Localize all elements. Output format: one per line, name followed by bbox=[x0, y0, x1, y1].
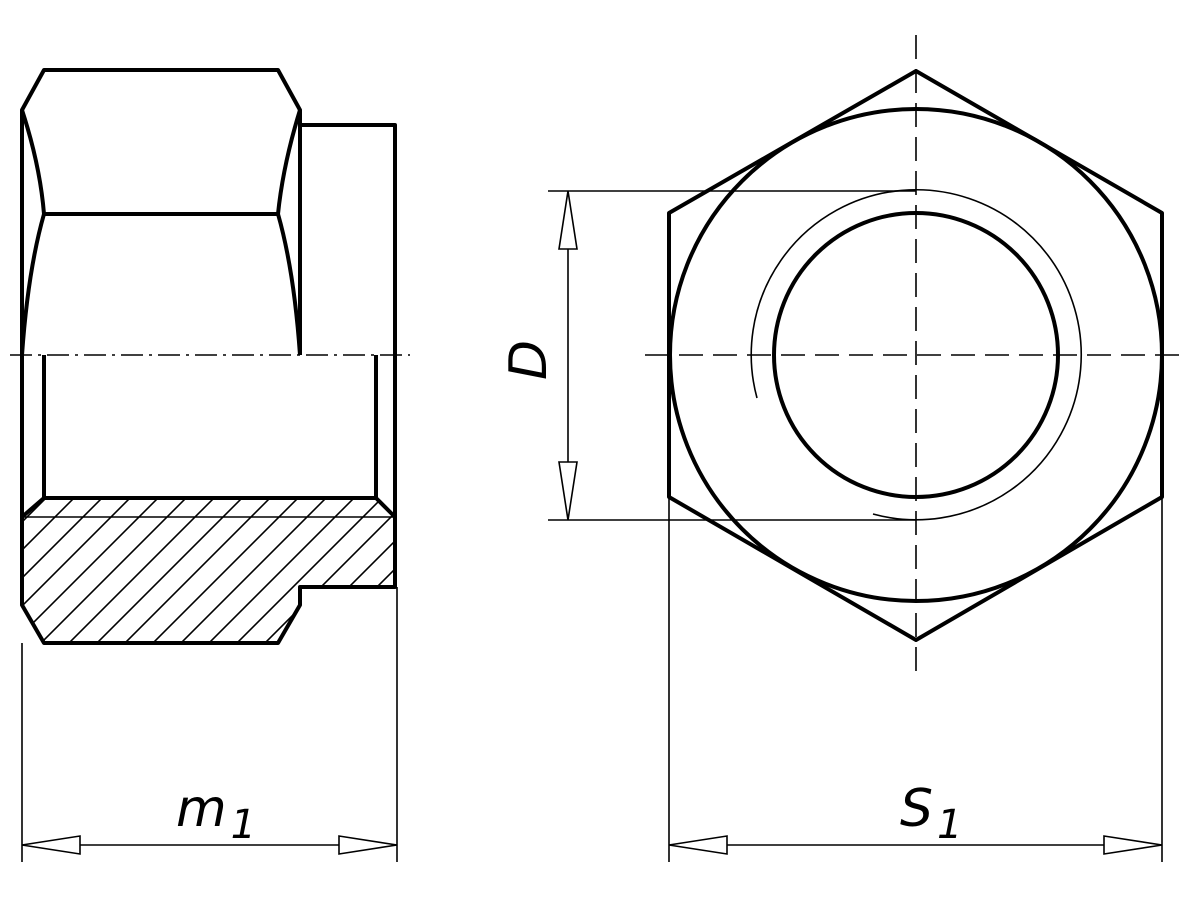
hatch-line bbox=[135, 498, 317, 643]
hatch-line bbox=[22, 498, 93, 643]
hatch-line bbox=[191, 498, 373, 643]
hatch-line bbox=[0, 480, 8, 660]
m1-arrow-left bbox=[21, 835, 81, 855]
hatch-line bbox=[23, 498, 205, 643]
hatch-line bbox=[275, 498, 395, 643]
side-view-hatching bbox=[0, 480, 652, 660]
s1-arrow-right bbox=[1103, 835, 1163, 855]
m1-label-subscript: 1 bbox=[231, 802, 256, 848]
top-view-hexagon bbox=[667, 69, 1164, 642]
top-view bbox=[645, 35, 1188, 678]
hatch-line bbox=[163, 498, 345, 643]
s1-label-subscript: 1 bbox=[937, 802, 962, 848]
m1-arrow-right bbox=[338, 835, 398, 855]
side-view-section-top bbox=[20, 496, 397, 519]
s1-label-main: S bbox=[900, 779, 933, 839]
hatch-line bbox=[79, 498, 261, 643]
side-view-flat-edge-right bbox=[276, 213, 302, 356]
hatch-line bbox=[247, 498, 395, 643]
m1-label-main: m bbox=[176, 779, 227, 839]
hatch-line bbox=[107, 498, 289, 643]
side-view-hex-outline bbox=[20, 68, 397, 645]
s1-arrow-left bbox=[668, 835, 728, 855]
top-view-thread-arc bbox=[750, 189, 1082, 521]
hatch-line bbox=[51, 498, 233, 643]
side-view-flat-edge-left bbox=[20, 213, 46, 356]
hatch-line bbox=[444, 480, 624, 660]
d-label: D bbox=[499, 340, 559, 380]
side-view-chamfer-top bbox=[20, 109, 302, 216]
dimension-d: D bbox=[499, 190, 916, 521]
d-arrow-bottom bbox=[558, 461, 578, 521]
hatch-line bbox=[219, 498, 395, 643]
hatch-line bbox=[472, 480, 652, 660]
hatch-line bbox=[331, 498, 395, 643]
d-arrow-top bbox=[558, 190, 578, 250]
hatch-line bbox=[22, 498, 177, 643]
hatch-line bbox=[22, 498, 149, 643]
hatch-line bbox=[22, 498, 65, 643]
hatch-line bbox=[22, 498, 121, 643]
hatch-line bbox=[387, 498, 395, 643]
